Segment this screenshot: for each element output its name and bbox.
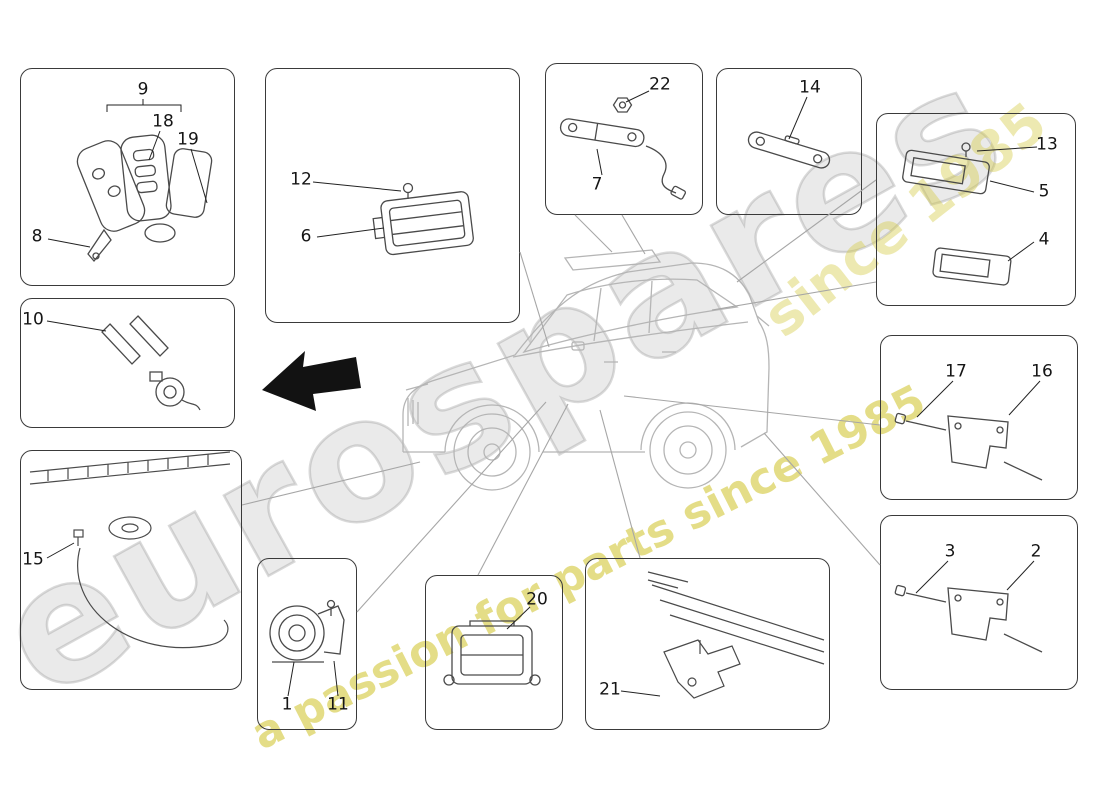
callout-5[interactable]: 5 (1038, 181, 1050, 202)
callout-10[interactable]: 10 (22, 309, 44, 330)
callout-3[interactable]: 3 (944, 541, 956, 562)
panel-bracket-upper (880, 335, 1078, 500)
callout-6[interactable]: 6 (300, 226, 312, 247)
callout-17[interactable]: 17 (945, 361, 967, 382)
panel-antenna-cable (545, 63, 703, 215)
callout-21[interactable]: 21 (599, 679, 621, 700)
panel-bracket-lower (880, 515, 1078, 690)
panel-siren (257, 558, 357, 730)
callout-22[interactable]: 22 (649, 74, 671, 95)
callout-16[interactable]: 16 (1031, 361, 1053, 382)
callout-14[interactable]: 14 (799, 77, 821, 98)
callout-11[interactable]: 11 (327, 694, 349, 715)
callout-9[interactable]: 9 (137, 79, 149, 100)
callout-15[interactable]: 15 (22, 549, 44, 570)
callout-1[interactable]: 1 (281, 694, 293, 715)
callout-19[interactable]: 19 (177, 129, 199, 150)
panel-key-blanks (20, 298, 235, 428)
panel-key-fobs (20, 68, 235, 286)
callout-13[interactable]: 13 (1036, 134, 1058, 155)
callout-7[interactable]: 7 (591, 174, 603, 195)
callout-12[interactable]: 12 (290, 169, 312, 190)
panel-receiver-modules (876, 113, 1076, 306)
panel-floor-bracket (585, 558, 830, 730)
callout-18[interactable]: 18 (152, 111, 174, 132)
callout-2[interactable]: 2 (1030, 541, 1042, 562)
direction-arrow (262, 351, 361, 411)
callout-20[interactable]: 20 (526, 589, 548, 610)
panel-ecu-module (265, 68, 520, 323)
panel-trunk-sill (20, 450, 242, 690)
panel-antenna-bar (716, 68, 862, 215)
callout-8[interactable]: 8 (31, 226, 43, 247)
callout-4[interactable]: 4 (1038, 229, 1050, 250)
